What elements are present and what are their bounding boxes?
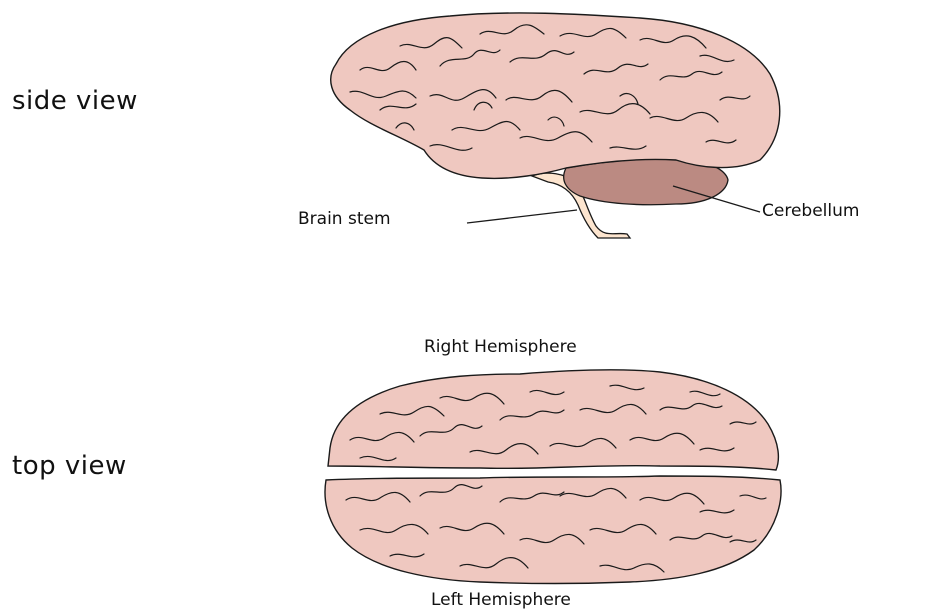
- cerebrum-side: [331, 13, 780, 178]
- brain-stem-leader-line: [467, 210, 577, 223]
- brain-stem-label: Brain stem: [298, 209, 391, 229]
- top-view-brain: [325, 370, 781, 584]
- left-hemisphere-label: Left Hemisphere: [431, 590, 571, 610]
- cerebellum-label: Cerebellum: [762, 201, 859, 221]
- right-hemisphere: [328, 370, 778, 470]
- side-view-brain: [331, 13, 780, 238]
- right-hemisphere-label: Right Hemisphere: [424, 337, 577, 357]
